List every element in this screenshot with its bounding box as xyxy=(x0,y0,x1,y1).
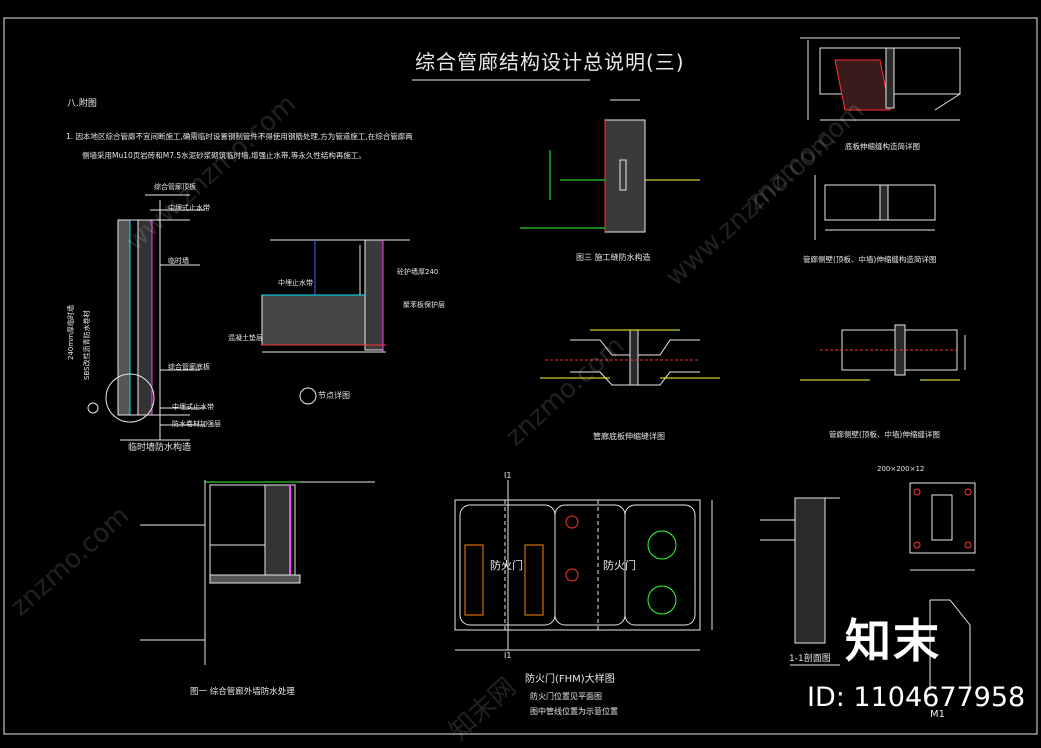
floor-deform-caption: 底板伸缩缝构造简详图 xyxy=(845,142,920,151)
label-node-b: 聚苯板保护层 xyxy=(403,301,445,309)
label-wall-d: 综合管廊底板 xyxy=(168,363,210,371)
label-wall-g: 240mm厚临时墙 xyxy=(67,305,75,360)
wall-joint-caption: 管廊侧壁(顶板、中墙)伸缩缝详图 xyxy=(829,430,940,439)
m1-plate-detail xyxy=(909,482,976,690)
wall-deform-caption: 管廊侧壁(顶板、中墙)伸缩缝构造简详图 xyxy=(803,255,937,264)
floor-joint-caption: 管廊底板伸缩缝详图 xyxy=(593,432,665,441)
plate-size-label: 200×200×12 xyxy=(877,465,925,473)
construction-joint-detail xyxy=(520,99,700,233)
label-node-d: 混凝土垫层 xyxy=(228,334,263,342)
firedoor-note-1: 防火门位置见平面图 xyxy=(530,692,602,701)
section-heading: 八.附图 xyxy=(67,99,97,109)
floor-joint-detail xyxy=(540,329,720,386)
node-detail-caption: 节点详图 xyxy=(318,391,350,400)
waterproof-caption: 图一 综合管廊外墙防水处理 xyxy=(190,687,295,697)
note-line-2: 侧墙采用Mu10页岩砖和M7.5水泥砂浆砌筑临时墙,增强止水带,等永久性结构再施… xyxy=(82,151,366,160)
label-wall-e: 中埋式止水带 xyxy=(172,403,214,411)
firedoor-caption: 防火门(FHM)大样图 xyxy=(525,674,615,685)
i1-label-top: I1 xyxy=(504,471,512,480)
label-wall-a: 综合管廊顶板 xyxy=(154,183,196,191)
firedoor-label-2: 防火门 xyxy=(603,559,636,572)
i1-label-bottom: I1 xyxy=(504,651,512,660)
fig-temp-wall-caption: 临时墙防水构造 xyxy=(128,443,192,453)
label-node-c: 中埋止水带 xyxy=(278,279,313,287)
section-1-1-detail xyxy=(760,497,840,666)
exterior-wall-waterproof-detail xyxy=(140,480,375,665)
label-wall-c: 临时墙 xyxy=(168,257,189,265)
sheet-title: 综合管廊结构设计总说明(三) xyxy=(415,50,685,74)
note-line-1: 1. 因本地区综合管廊不宜间断施工,确需临时设置钢制管件不得使用钢筋处理,方为管… xyxy=(66,132,413,141)
firedoor-label-1: 防火门 xyxy=(490,559,523,572)
wall-joint-detail xyxy=(800,324,966,381)
m1-label: M1 xyxy=(930,709,945,720)
section-caption: 1-1剖面图 xyxy=(789,654,831,664)
brand-logo: 知末 xyxy=(845,614,941,668)
temp-wall-detail xyxy=(87,194,205,441)
label-wall-b: 中埋式止水带 xyxy=(168,204,210,212)
label-wall-f: 防水卷材加强层 xyxy=(172,420,221,428)
fire-door-detail xyxy=(454,480,713,651)
floor-deformation-detail xyxy=(800,37,961,121)
label-wall-h: SBS改性沥青防水卷材 xyxy=(83,310,91,380)
firedoor-note-2: 图中管线位置为示意位置 xyxy=(530,707,618,716)
brand-id: ID: 1104677958 xyxy=(807,682,1026,713)
node-detail xyxy=(261,239,410,405)
sheet-border xyxy=(3,17,1038,735)
wall-deformation-detail xyxy=(814,175,936,240)
label-node-a: 砼护墙厚240 xyxy=(397,268,439,276)
construction-joint-caption: 图三 施工缝防水构造 xyxy=(576,253,651,262)
